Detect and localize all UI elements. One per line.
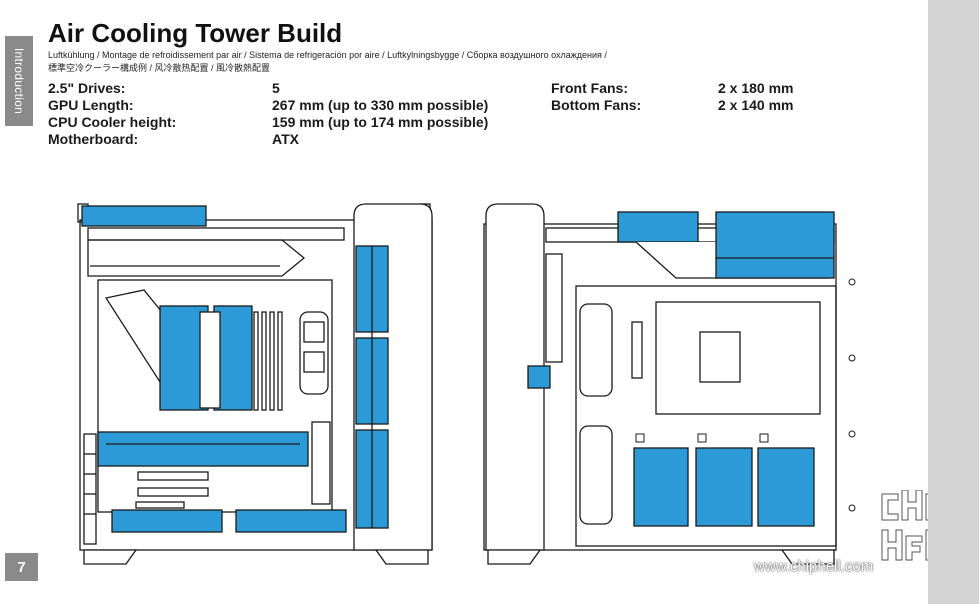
section-tab-label: Introduction — [12, 47, 26, 115]
page-number: 7 — [5, 553, 38, 581]
bottom-fan-1 — [111, 509, 223, 533]
drive-sled-2 — [695, 447, 753, 527]
power-supply — [715, 211, 835, 279]
subtitle-translations: Luftkühlung / Montage de refroidissement… — [48, 50, 607, 60]
spec-label-cpu-cooler: CPU Cooler height: — [48, 114, 177, 130]
spec-label-motherboard: Motherboard: — [48, 131, 139, 147]
spec-label-front-fans: Front Fans: — [551, 80, 628, 96]
spec-value-front-fans: 2 x 180 mm — [718, 80, 794, 96]
gpu — [97, 431, 309, 467]
drive-sled-3 — [757, 447, 815, 527]
bottom-fan-2 — [235, 509, 347, 533]
manual-page: Introduction Air Cooling Tower Build Luf… — [0, 0, 953, 604]
viewer-scroll-area[interactable] — [928, 0, 979, 604]
case-diagrams — [77, 203, 856, 565]
subtitle-translations-asian: 標準空冷クーラー構成例 / 风冷散热配置 / 風冷散熱配置 — [48, 63, 271, 73]
spec-value-gpu: 267 mm (up to 330 mm possible) — [272, 97, 489, 113]
section-tab: Introduction — [5, 36, 33, 126]
spec-label-bottom-fans: Bottom Fans: — [551, 97, 642, 113]
spec-value-bottom-fans: 2 x 140 mm — [718, 97, 794, 113]
spec-label-gpu: GPU Length: — [48, 97, 134, 113]
spec-label-drives: 2.5" Drives: — [48, 80, 126, 96]
page-title: Air Cooling Tower Build — [48, 18, 343, 48]
spec-value-motherboard: ATX — [272, 131, 299, 147]
watermark-url: www.chiphell.com — [754, 558, 874, 575]
case-right-view — [483, 203, 856, 565]
spec-value-drives: 5 — [272, 80, 280, 96]
drive-sled-1 — [633, 447, 689, 527]
spec-value-cpu-cooler: 159 mm (up to 174 mm possible) — [272, 114, 489, 130]
case-left-view — [77, 203, 433, 565]
